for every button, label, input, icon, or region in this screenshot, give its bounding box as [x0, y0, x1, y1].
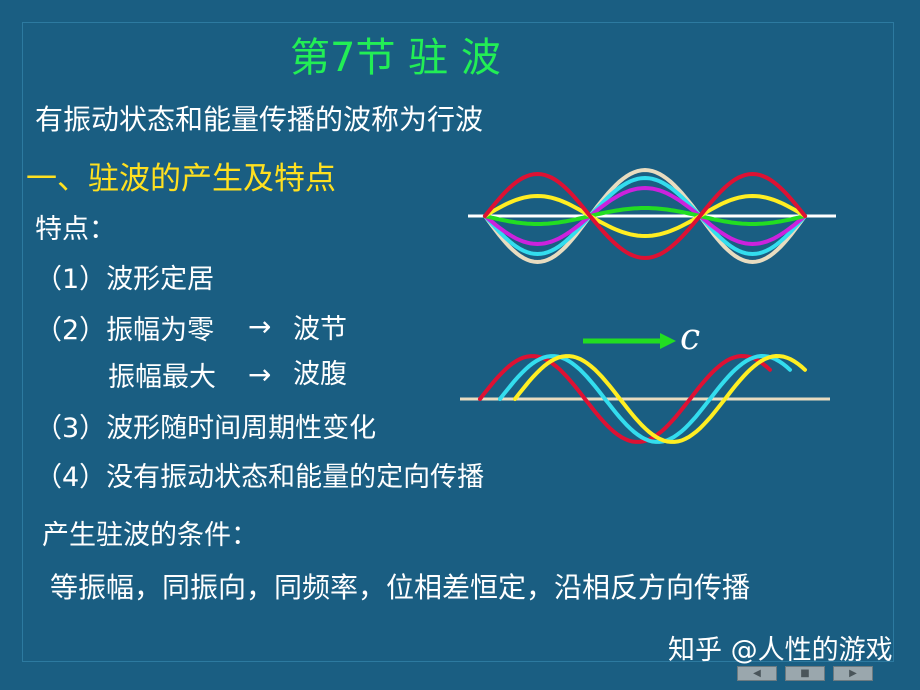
standing-wave-curve: [483, 185, 807, 247]
slide-title: 第7节 驻 波: [290, 35, 501, 81]
home-icon: ■: [800, 668, 810, 679]
wave-arrow-head: [660, 333, 676, 349]
standing-wave-curve: [483, 167, 807, 265]
arrow-symbol-1: →: [248, 310, 272, 343]
features-label: 特点：: [35, 214, 116, 245]
feature-4: （4）没有振动状态和能量的定向传播: [35, 462, 485, 493]
feature-2b: 振幅最大: [108, 362, 216, 393]
traveling-wave-red: [478, 353, 772, 444]
slide-frame: [22, 22, 894, 662]
feature-2b-result: 波腹: [293, 359, 347, 390]
right-triangle-icon: ▶: [849, 668, 857, 679]
watermark-text: 知乎 @人性的游戏: [668, 635, 893, 666]
intro-text: 有振动状态和能量传播的波称为行波: [35, 103, 484, 136]
arrow-symbol-2: →: [248, 358, 272, 391]
next-slide-button[interactable]: ▶: [833, 666, 873, 681]
standing-wave-curve: [483, 193, 807, 239]
feature-2-result: 波节: [293, 314, 347, 345]
standing-wave-curve: [483, 206, 807, 226]
home-slide-button[interactable]: ■: [785, 666, 825, 681]
conditions-text: 等振幅，同振向，同频率，位相差恒定，沿相反方向传播: [50, 571, 751, 604]
standing-wave-curve: [483, 171, 807, 261]
traveling-wave-yellow: [513, 353, 807, 444]
standing-wave-curve: [483, 175, 807, 257]
prev-slide-button[interactable]: ◀: [737, 666, 777, 681]
standing-wave-diagram: [468, 167, 836, 265]
feature-2: （2）振幅为零: [35, 315, 215, 346]
traveling-wave-cyan: [498, 353, 792, 444]
conditions-label: 产生驻波的条件：: [42, 520, 258, 551]
feature-1: （1）波形定居: [35, 264, 215, 295]
left-triangle-icon: ◀: [753, 668, 761, 679]
feature-3: （3）波形随时间周期性变化: [35, 413, 377, 444]
wave-speed-label: c: [680, 317, 701, 358]
section-heading: 一、驻波的产生及特点: [26, 161, 336, 197]
traveling-wave-diagram: [460, 353, 830, 444]
